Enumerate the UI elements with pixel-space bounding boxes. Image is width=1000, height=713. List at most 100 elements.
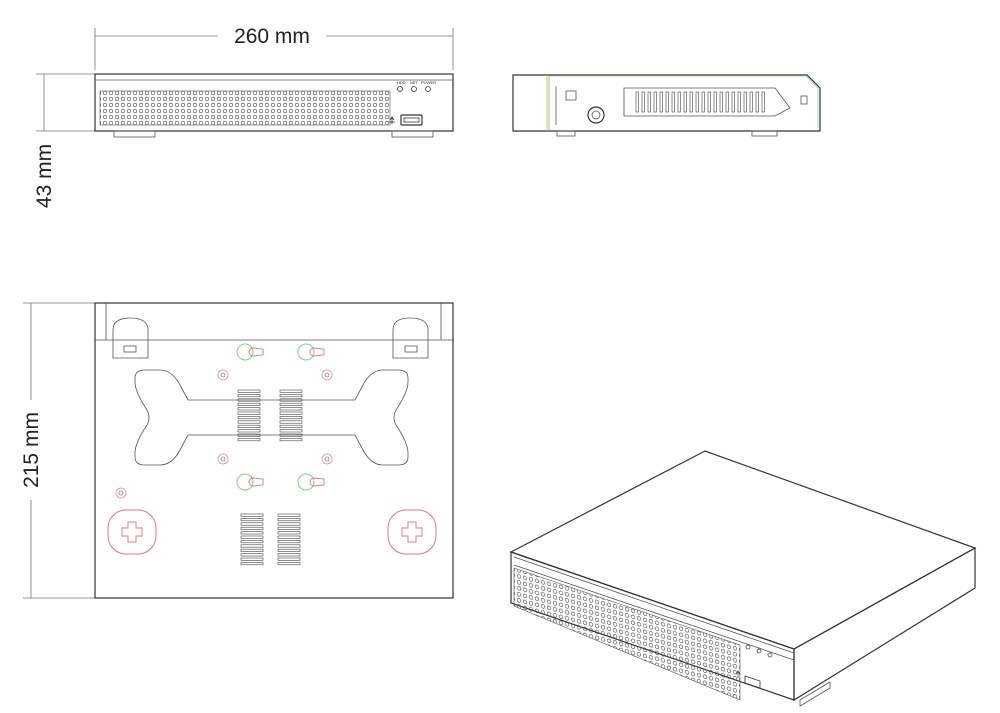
front-usb-port — [389, 114, 423, 126]
side-vent-slot — [677, 91, 681, 113]
side-vent-slot — [719, 91, 723, 113]
keyhole-screw-bottom-right — [297, 473, 325, 491]
bottom-vent-slot — [277, 513, 301, 517]
front-foot-left — [113, 130, 156, 138]
side-vent-slot — [743, 91, 747, 113]
bottom-vent-slot — [240, 522, 264, 526]
bottom-vent-slot — [237, 424, 261, 428]
side-vent-slots — [635, 91, 765, 113]
bottom-vent-slot — [237, 411, 261, 415]
side-vent-slot — [647, 91, 651, 113]
depth-dimension: 215 mm — [20, 302, 95, 599]
bottom-vent-slot — [279, 389, 303, 393]
bottom-vent-slot — [277, 522, 301, 526]
iso-right-face — [793, 546, 976, 702]
mount-tab-left — [112, 317, 149, 359]
front-foot-right — [391, 130, 434, 138]
bottom-vent-slot — [240, 557, 264, 561]
side-vent-slot — [731, 91, 735, 113]
bottom-vent-slot — [279, 420, 303, 424]
side-vent-slot — [707, 91, 711, 113]
side-vent-slot — [653, 91, 657, 113]
bottom-vent-slot — [237, 433, 261, 437]
bottom-vent-slot — [237, 429, 261, 433]
height-dimension-label: 43 mm — [33, 144, 56, 208]
bottom-vent-slot — [240, 513, 264, 517]
bottom-vent-slot — [277, 526, 301, 530]
front-view: HDD NET POWER — [94, 73, 454, 138]
front-vent-grille — [99, 90, 391, 126]
bottom-vent-slot — [279, 433, 303, 437]
bottom-view — [94, 302, 454, 599]
keyhole-screw-bottom-left — [236, 473, 264, 491]
keyhole-screw-top-left — [236, 343, 264, 361]
bottom-vent-slot — [279, 424, 303, 428]
side-vent-slot — [689, 91, 693, 113]
side-foot-left — [556, 130, 576, 137]
side-vent-slot — [749, 91, 753, 113]
bottom-vent-slot — [240, 553, 264, 557]
side-vent-slot — [725, 91, 729, 113]
iso-vent-grille — [513, 567, 741, 701]
bottom-vent-slot — [237, 402, 261, 406]
bottom-vent-slot — [277, 518, 301, 522]
side-foot-right — [751, 130, 778, 137]
bottom-vent-slot — [240, 531, 264, 535]
bottom-vent-slot — [240, 548, 264, 552]
led-label-hdd: HDD — [397, 80, 406, 85]
small-screw-4 — [321, 453, 333, 465]
bottom-vent-slot — [277, 562, 301, 566]
side-vent-slot — [761, 91, 765, 113]
side-vent-slot — [665, 91, 669, 113]
bottom-vent-slot — [237, 389, 261, 393]
bottom-vent-slot — [279, 429, 303, 433]
width-dimension-label: 260 mm — [234, 25, 310, 48]
bottom-vent-slot — [240, 540, 264, 544]
iso-usb-icon — [735, 670, 741, 678]
side-vent-slot — [713, 91, 717, 113]
bottom-vent-slot — [277, 540, 301, 544]
bottom-vent-slot — [240, 526, 264, 530]
bottom-vent-slot — [277, 531, 301, 535]
led-label-net: NET — [410, 80, 419, 85]
front-led-indicators: HDD NET POWER — [397, 80, 436, 92]
bottom-vent-slot — [277, 553, 301, 557]
isometric-view — [509, 450, 977, 707]
bottom-vent-slot — [240, 562, 264, 566]
side-vent-slot — [635, 91, 639, 113]
bottom-vent-slot — [279, 398, 303, 402]
side-vent-slot — [701, 91, 705, 113]
led-power — [425, 86, 431, 92]
bottom-vent-slots — [237, 389, 303, 566]
bottom-vent-slot — [240, 535, 264, 539]
side-vent-slot — [695, 91, 699, 113]
bottom-vent-slot — [279, 402, 303, 406]
bottom-vent-slot — [279, 438, 303, 442]
bottom-vent-slot — [279, 411, 303, 415]
bottom-vent-slot — [237, 438, 261, 442]
side-view — [512, 74, 821, 137]
bottom-vent-slot — [237, 416, 261, 420]
bottom-vent-slot — [277, 544, 301, 548]
bottom-vent-slot — [240, 544, 264, 548]
led-net — [411, 86, 417, 92]
keyhole-screw-top-right — [297, 343, 325, 361]
small-screw-5 — [115, 487, 127, 499]
usb-icon — [389, 116, 395, 124]
bottom-vent-slot — [279, 394, 303, 398]
depth-dimension-label: 215 mm — [20, 412, 43, 488]
side-vent-slot — [671, 91, 675, 113]
mount-tab-right — [392, 317, 429, 359]
wall-mount-left — [107, 509, 157, 555]
iso-front-face — [510, 551, 795, 701]
bottom-vent-slot — [237, 407, 261, 411]
small-screw-3 — [217, 453, 229, 465]
iso-foot-right — [799, 681, 831, 707]
wall-mount-right — [387, 509, 437, 555]
bottom-x-recess — [134, 369, 409, 466]
iso-usb-port — [735, 670, 761, 689]
led-hdd — [397, 86, 403, 92]
bottom-vent-slot — [237, 398, 261, 402]
led-label-power: POWER — [421, 80, 436, 85]
